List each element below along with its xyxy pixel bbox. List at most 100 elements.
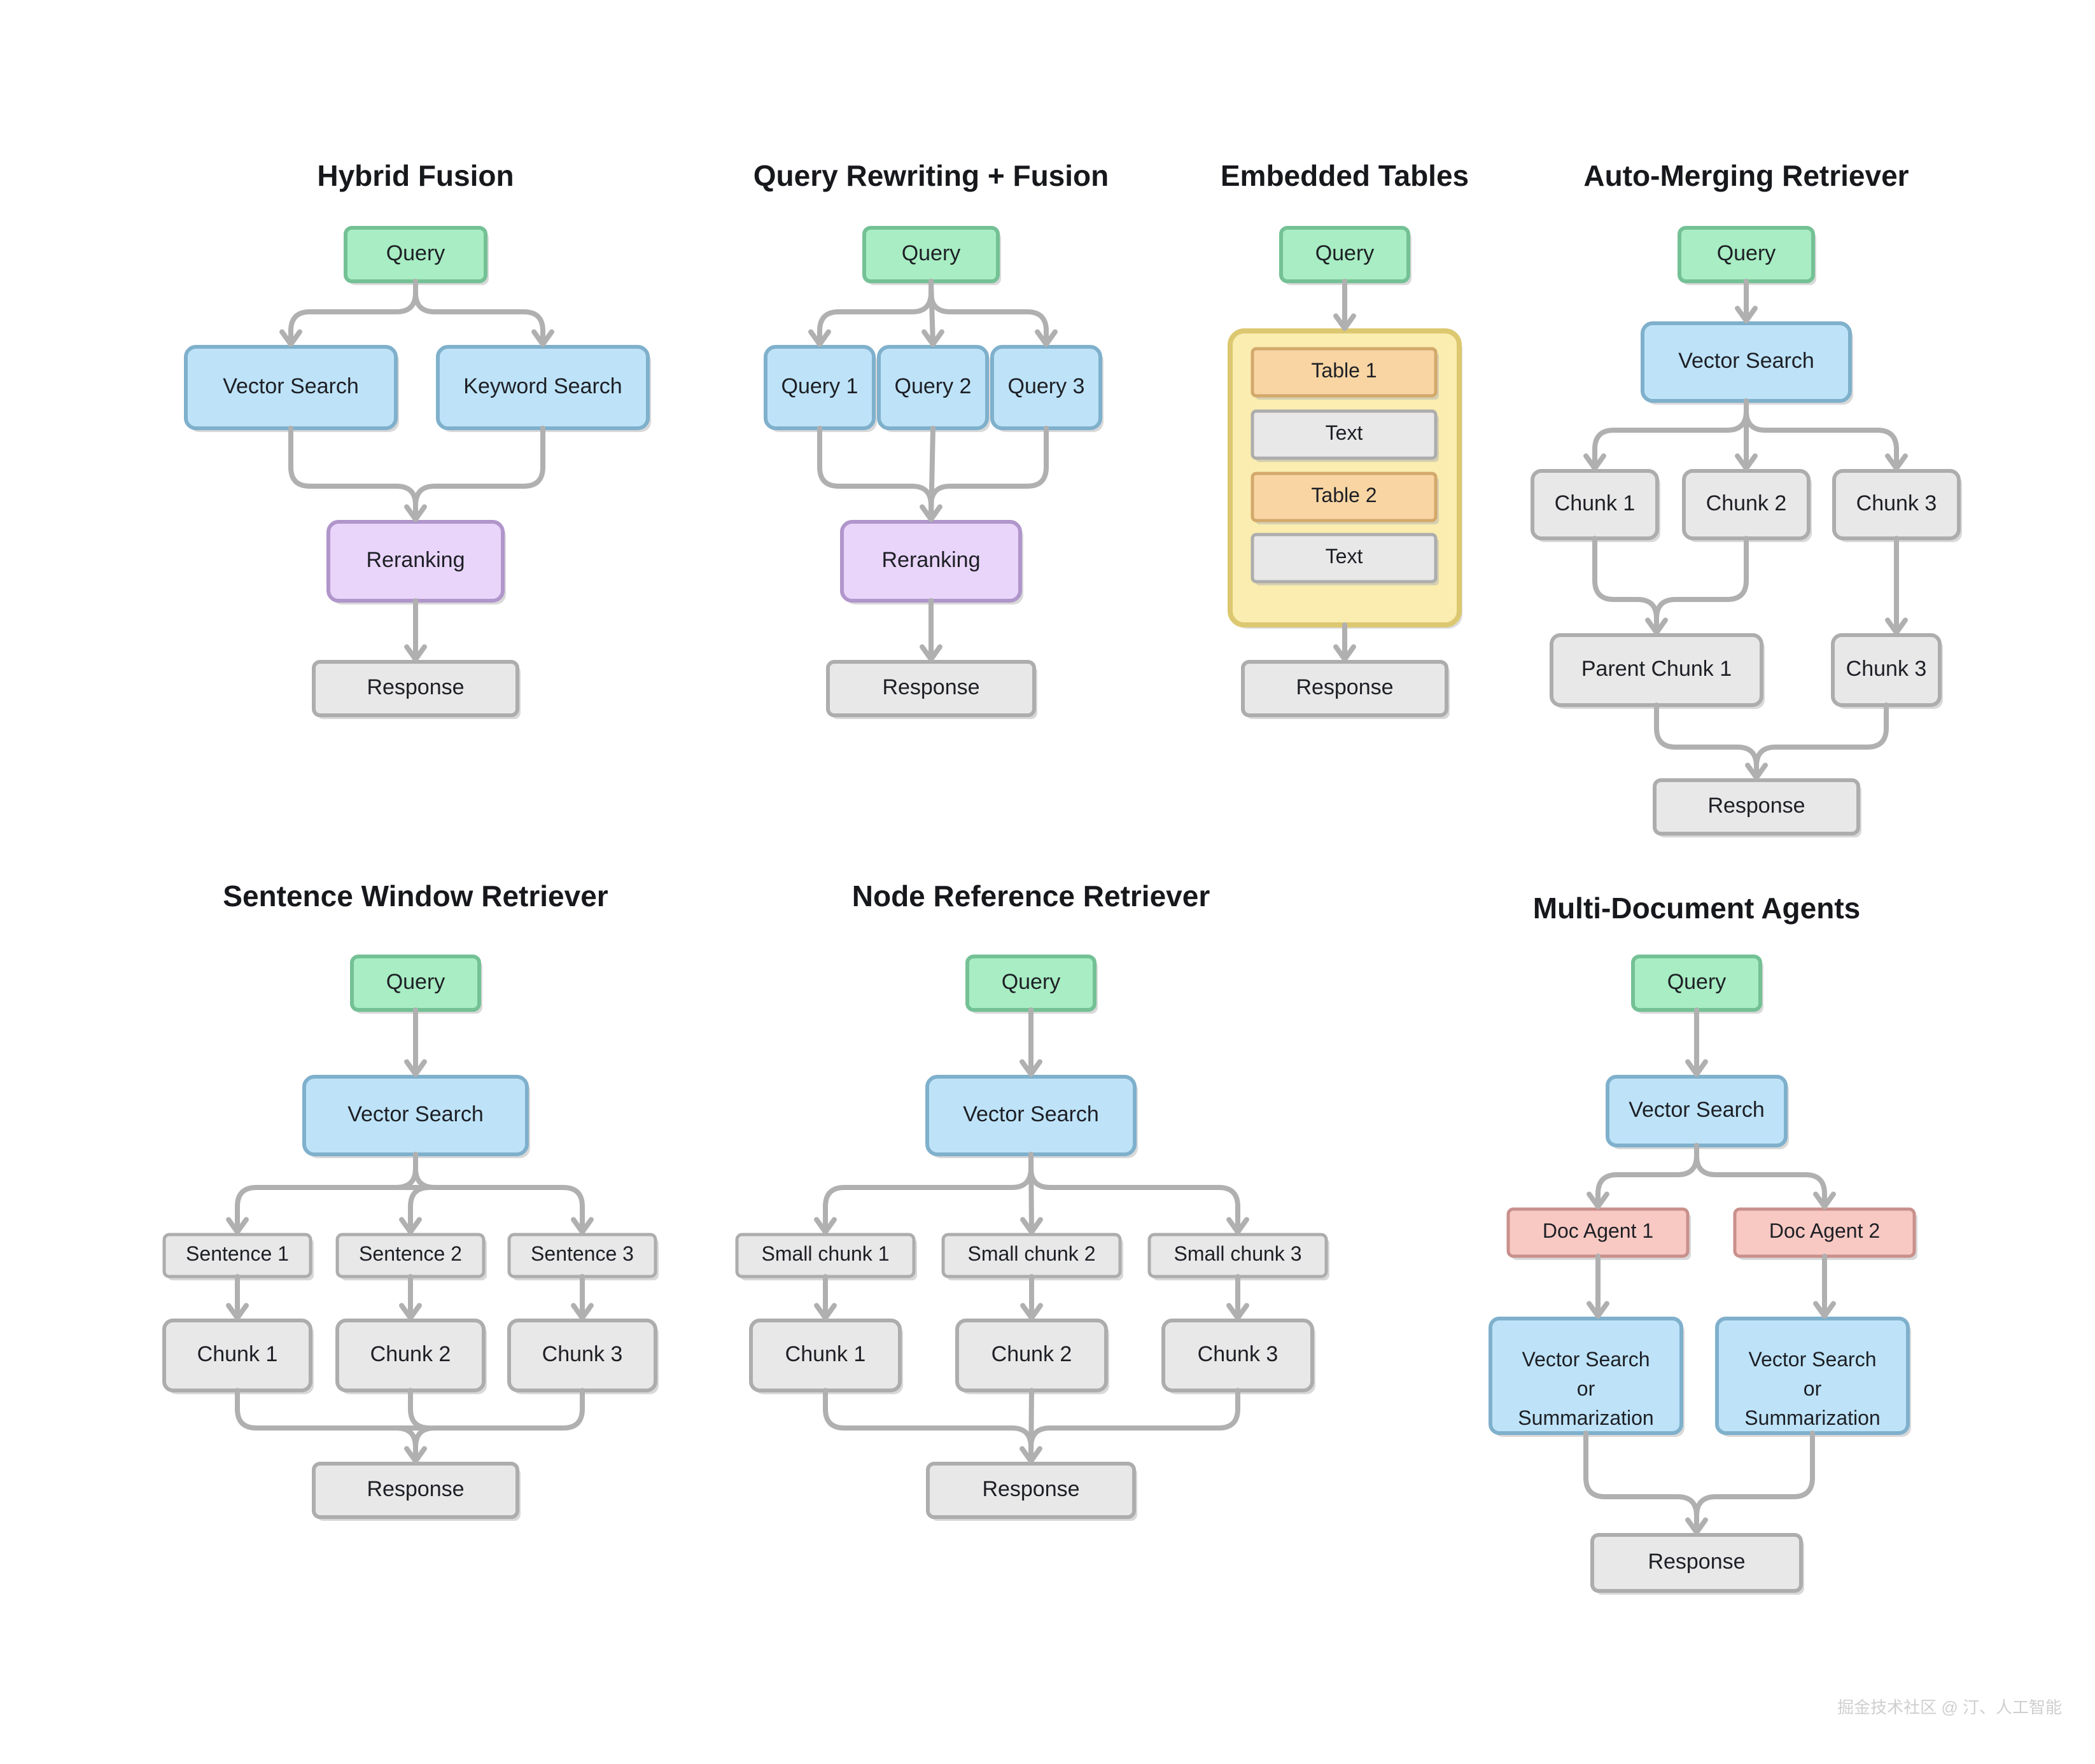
node-reference-retriever-small-chunk-2[interactable]: Small chunk 2 [941, 1233, 1123, 1280]
auto-merging-retriever-parent-chunk-1[interactable]: Parent Chunk 1 [1550, 633, 1765, 709]
node-reference-retriever-chunk-1-label: Chunk 1 [785, 1342, 866, 1366]
auto-merging-retriever-chunk-1-label: Chunk 1 [1555, 491, 1636, 515]
node-reference-retriever-query-label: Query [1002, 970, 1061, 994]
node-reference-retriever-vector-search[interactable]: Vector Search [925, 1075, 1138, 1158]
auto-merging-retriever-chunk-3[interactable]: Chunk 3 [1832, 469, 1962, 542]
node-reference-retriever-response[interactable]: Response [926, 1462, 1137, 1521]
node-reference-retriever-chunk-1[interactable]: Chunk 1 [749, 1319, 903, 1394]
embedded-tables-text-2-label: Text [1326, 545, 1363, 568]
auto-merging-retriever-vector-search[interactable]: Vector Search [1641, 321, 1853, 405]
auto-merging-retriever-chunk-2[interactable]: Chunk 2 [1682, 469, 1812, 542]
auto-merging-retriever-chunk-3-merged[interactable]: Chunk 3 [1831, 633, 1943, 709]
hybrid-fusion-keyword-search[interactable]: Keyword Search [436, 345, 651, 432]
arrow-head [1226, 1217, 1249, 1235]
connector [1754, 703, 1889, 780]
auto-merging-retriever-response[interactable]: Response [1653, 778, 1861, 837]
hybrid-fusion-response-label: Response [367, 675, 464, 699]
embedded-tables-text-1[interactable]: Text [1251, 409, 1439, 462]
arrow-head [404, 504, 427, 522]
embedded-tables-query[interactable]: Query [1279, 226, 1412, 285]
connector [1654, 536, 1749, 635]
multi-document-agents-vector-search[interactable]: Vector Search [1606, 1075, 1789, 1149]
arrow-head [1333, 313, 1356, 331]
arrow-head [1019, 1446, 1042, 1464]
embedded-tables-table-2[interactable]: Table 2 [1251, 472, 1439, 524]
embedded-tables-response[interactable]: Response [1241, 660, 1450, 719]
multi-document-agents-query[interactable]: Query [1631, 955, 1763, 1014]
sentence-window-retriever-query[interactable]: Query [350, 955, 482, 1014]
multi-document-agents-vector-search-label: Vector Search [1629, 1098, 1765, 1122]
sentence-window-retriever-sentence-1[interactable]: Sentence 1 [162, 1233, 314, 1280]
auto-merging-retriever-vector-search-label: Vector Search [1678, 349, 1814, 373]
sentence-window-retriever-vector-search-label: Vector Search [347, 1102, 484, 1126]
sentence-window-retriever-sentence-2-label: Sentence 2 [359, 1242, 462, 1265]
auto-merging-retriever-query[interactable]: Query [1678, 226, 1816, 285]
connector [1583, 1431, 1699, 1535]
connector [288, 426, 418, 522]
sentence-window-retriever-chunk-1-label: Chunk 1 [197, 1342, 278, 1366]
hybrid-fusion-response[interactable]: Response [312, 660, 521, 719]
hybrid-fusion-keyword-search-label: Keyword Search [463, 374, 622, 398]
node-reference-retriever-title: Node Reference Retriever [852, 879, 1210, 913]
arrow-head [1885, 453, 1908, 471]
multi-document-agents-doc-agent-2[interactable]: Doc Agent 2 [1733, 1207, 1917, 1260]
query-rewriting-fusion-response-label: Response [882, 675, 979, 699]
node-reference-retriever-small-chunk-2-label: Small chunk 2 [968, 1242, 1096, 1265]
sentence-window-retriever-chunk-1[interactable]: Chunk 1 [162, 1319, 314, 1394]
arrow-head [1645, 617, 1668, 635]
auto-merging-retriever-chunk-1[interactable]: Chunk 1 [1531, 469, 1660, 542]
sentence-window-retriever-sentence-2[interactable]: Sentence 2 [335, 1233, 487, 1280]
node-reference-retriever-small-chunk-1[interactable]: Small chunk 1 [735, 1233, 917, 1280]
query-rewriting-fusion-response[interactable]: Response [826, 660, 1037, 719]
hybrid-fusion-reranking[interactable]: Reranking [326, 520, 506, 605]
embedded-tables-table-2-label: Table 2 [1311, 484, 1377, 507]
connector [413, 426, 545, 522]
query-rewriting-fusion-title: Query Rewriting + Fusion [753, 159, 1109, 192]
query-rewriting-fusion-query-1-label: Query 1 [781, 374, 858, 398]
arrow-head [1735, 453, 1758, 471]
query-rewriting-fusion-query-3[interactable]: Query 3 [990, 345, 1104, 432]
hybrid-fusion-vector-search[interactable]: Vector Search [184, 345, 399, 432]
multi-document-agents-doc-agent-1[interactable]: Doc Agent 1 [1506, 1207, 1691, 1260]
connector [1595, 1143, 1699, 1209]
embedded-tables-text-2[interactable]: Text [1251, 533, 1439, 585]
auto-merging-retriever-parent-chunk-1-label: Parent Chunk 1 [1581, 657, 1732, 681]
node-reference-retriever-chunk-3[interactable]: Chunk 3 [1161, 1319, 1315, 1394]
query-rewriting-fusion-query-2[interactable]: Query 2 [877, 345, 990, 432]
sentence-window-retriever-sentence-1-label: Sentence 1 [186, 1242, 289, 1265]
connector [413, 279, 545, 347]
sentence-window-retriever-response[interactable]: Response [312, 1462, 521, 1521]
connector [288, 279, 418, 347]
auto-merging-retriever-chunk-3-merged-label: Chunk 3 [1846, 657, 1927, 681]
sentence-window-retriever-chunk-2-label: Chunk 2 [370, 1342, 451, 1366]
auto-merging-retriever-query-label: Query [1717, 241, 1776, 265]
query-rewriting-fusion-query-2-label: Query 2 [895, 374, 972, 398]
multi-document-agents-title: Multi-Document Agents [1533, 892, 1861, 925]
arrow-head [1885, 617, 1908, 635]
sentence-window-retriever-vector-search[interactable]: Vector Search [302, 1075, 530, 1158]
embedded-tables-query-label: Query [1315, 241, 1375, 265]
arrow-head [404, 644, 427, 662]
arrow-head [920, 504, 942, 522]
sentence-window-retriever-chunk-3[interactable]: Chunk 3 [507, 1319, 659, 1394]
node-reference-retriever-chunk-2[interactable]: Chunk 2 [955, 1319, 1109, 1394]
multi-document-agents-response[interactable]: Response [1590, 1533, 1804, 1595]
arrow-head [1020, 1303, 1043, 1320]
hybrid-fusion-query[interactable]: Query [344, 226, 489, 285]
node-reference-retriever-small-chunk-3[interactable]: Small chunk 3 [1147, 1233, 1329, 1280]
query-rewriting-fusion-query[interactable]: Query [862, 226, 1001, 285]
connector [1744, 398, 1899, 471]
node-reference-retriever-query[interactable]: Query [965, 955, 1098, 1014]
sentence-window-retriever-sentence-3[interactable]: Sentence 3 [507, 1233, 659, 1280]
sentence-window-retriever-chunk-3-label: Chunk 3 [542, 1342, 623, 1366]
sentence-window-retriever-chunk-2[interactable]: Chunk 2 [335, 1319, 487, 1394]
query-rewriting-fusion-query-1[interactable]: Query 1 [764, 345, 877, 432]
query-rewriting-fusion-reranking[interactable]: Reranking [840, 520, 1023, 605]
connector [413, 1152, 585, 1235]
arrow-head [1813, 1301, 1836, 1319]
embedded-tables-table-1[interactable]: Table 1 [1251, 347, 1439, 400]
arrow-head [571, 1217, 594, 1235]
arrow-head [279, 329, 302, 347]
